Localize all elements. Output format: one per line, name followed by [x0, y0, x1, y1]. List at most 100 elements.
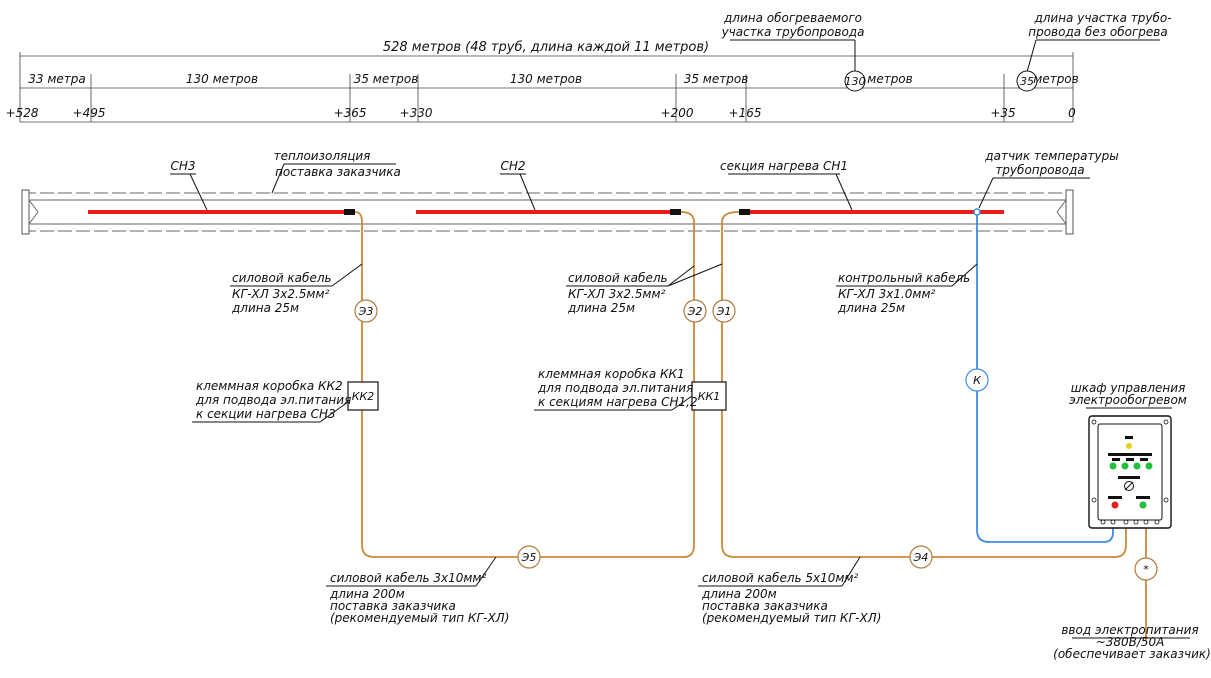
- marker-e1: Э1: [712, 299, 736, 323]
- segment-bubble-35: [1016, 70, 1038, 92]
- label-sensor-1: датчик температуры: [984, 149, 1118, 163]
- lamp-red: [1111, 501, 1119, 509]
- position-200: +200: [661, 106, 694, 120]
- position-markers: +528 +495 +365 +330 +200 +165 +35 0: [6, 106, 1076, 123]
- svg-text:длина 25м: длина 25м: [837, 301, 905, 315]
- segment-label-2: 130 метров: [186, 72, 258, 86]
- svg-text:для подвода эл.питания: для подвода эл.питания: [195, 393, 351, 407]
- svg-text:Э4: Э4: [913, 551, 929, 564]
- label-insulation-2: поставка заказчика: [275, 165, 401, 179]
- unheated-note-line1: длина участка трубо-: [1033, 11, 1171, 25]
- svg-text:Э5: Э5: [521, 551, 537, 564]
- svg-text:Э2: Э2: [687, 305, 703, 318]
- end-coupling-sn1: [739, 209, 750, 215]
- svg-text:к секциям нагрева СН1,2: к секциям нагрева СН1,2: [538, 395, 698, 409]
- note-power-kk2: силовой кабель КГ-ХЛ 3х2.5мм² длина 25м: [230, 263, 363, 315]
- svg-text:силовой кабель: силовой кабель: [232, 271, 332, 285]
- selector-switch: [1124, 481, 1134, 491]
- cabinet-title-1: шкаф управления: [1071, 381, 1186, 395]
- lamp-green-4: [1145, 462, 1153, 470]
- marker-star: *: [1134, 557, 1158, 581]
- overall-dimension: 528 метров (48 труб, длина каждой 11 мет…: [19, 40, 1074, 122]
- position-330: +330: [400, 106, 433, 120]
- svg-text:для подвода эл.питания: для подвода эл.питания: [537, 381, 693, 395]
- lamp-yellow: [1126, 443, 1132, 449]
- svg-text:КГ-ХЛ 3х2.5мм²: КГ-ХЛ 3х2.5мм²: [232, 287, 330, 301]
- svg-text:длина 200м: длина 200м: [701, 587, 777, 601]
- supply-line-1: ввод электропитания: [1061, 623, 1198, 637]
- note-feed-5x10: силовой кабель 5х10мм² длина 200м постав…: [698, 556, 881, 625]
- svg-text:поставка заказчика: поставка заказчика: [330, 599, 456, 613]
- svg-text:длина 200м: длина 200м: [329, 587, 405, 601]
- control-cabinet: шкаф управления электрообогревом: [1069, 381, 1187, 529]
- marker-e4: Э4: [909, 545, 933, 569]
- svg-text:КГ-ХЛ 3х2.5мм²: КГ-ХЛ 3х2.5мм²: [568, 287, 666, 301]
- end-coupling-sn2: [670, 209, 681, 215]
- segment-label-1: 33 метра: [28, 72, 85, 86]
- svg-text:*: *: [1143, 563, 1149, 576]
- marker-k: К: [965, 368, 989, 392]
- segment-bubble-130: [844, 70, 866, 92]
- svg-text:клеммная коробка КК1: клеммная коробка КК1: [538, 367, 685, 381]
- marker-e3: Э3: [354, 299, 378, 323]
- end-coupling-sn3: [344, 209, 355, 215]
- segment-label-4: 130 метров: [510, 72, 582, 86]
- heated-length-note: длина обогреваемого участка трубопровода: [721, 11, 865, 72]
- segment-label-3: 35 метров: [354, 72, 419, 86]
- position-165: +165: [729, 106, 762, 120]
- position-495: +495: [73, 106, 106, 120]
- segment-label-6: метров: [867, 72, 912, 86]
- unheated-length-note: длина участка трубо- провода без обогрев…: [1026, 11, 1172, 73]
- lamp-green-1: [1109, 462, 1117, 470]
- note-power-kk1: силовой кабель КГ-ХЛ 3х2.5мм² длина 25м: [566, 263, 723, 315]
- section-labels: СН3 теплоизоляция поставка заказчика СН2…: [170, 149, 1119, 211]
- note-feed-3x10: силовой кабель 3х10мм² длина 200м постав…: [326, 556, 509, 625]
- label-sn1: секция нагрева СН1: [720, 159, 848, 173]
- note-power-supply: ввод электропитания ~380В/50А (обеспечив…: [1053, 623, 1211, 661]
- svg-text:(рекомендуемый тип КГ-ХЛ): (рекомендуемый тип КГ-ХЛ): [702, 611, 881, 625]
- svg-text:длина 25м: длина 25м: [231, 301, 299, 315]
- heated-note-line2: участка трубопровода: [721, 25, 865, 39]
- note-kk1: клеммная коробка КК1 для подвода эл.пита…: [534, 367, 698, 411]
- svg-text:К: К: [973, 374, 982, 387]
- note-kk2: клеммная коробка КК2 для подвода эл.пита…: [192, 379, 351, 423]
- supply-line-2: ~380В/50А: [1096, 635, 1165, 649]
- marker-e2: Э2: [683, 299, 707, 323]
- cabinet-title-2: электрообогревом: [1069, 393, 1187, 407]
- label-sn2: СН2: [500, 159, 525, 173]
- svg-text:силовой кабель 3х10мм²: силовой кабель 3х10мм²: [330, 571, 486, 585]
- svg-text:клеммная коробка КК2: клеммная коробка КК2: [196, 379, 343, 393]
- svg-text:(рекомендуемый тип КГ-ХЛ): (рекомендуемый тип КГ-ХЛ): [330, 611, 509, 625]
- svg-text:КГ-ХЛ 3х1.0мм²: КГ-ХЛ 3х1.0мм²: [838, 287, 936, 301]
- control-cable: [976, 215, 1114, 543]
- segment-label-7: метров: [1033, 72, 1078, 86]
- segment-bubble-130-text: 130: [845, 75, 866, 88]
- total-length-label: 528 метров (48 труб, длина каждой 11 мет…: [383, 40, 709, 55]
- junction-box-kk1: КК1: [691, 381, 727, 411]
- label-insulation-1: теплоизоляция: [274, 149, 371, 163]
- svg-text:контрольный кабель: контрольный кабель: [838, 271, 970, 285]
- svg-text:Э3: Э3: [358, 305, 374, 318]
- svg-text:Э1: Э1: [716, 305, 732, 318]
- position-35: +35: [990, 106, 1015, 120]
- pipe-flange-right: [1065, 189, 1074, 235]
- lamp-green-2: [1121, 462, 1129, 470]
- svg-text:поставка заказчика: поставка заказчика: [702, 599, 828, 613]
- svg-text:к секции нагрева СН3: к секции нагрева СН3: [196, 407, 336, 421]
- supply-line-3: (обеспечивает заказчик): [1053, 647, 1211, 661]
- label-sensor-2: трубопровода: [995, 163, 1084, 177]
- position-365: +365: [334, 106, 367, 120]
- position-528: +528: [6, 106, 39, 120]
- svg-text:силовой кабель 5х10мм²: силовой кабель 5х10мм²: [702, 571, 858, 585]
- segment-dimensions: 33 метра 130 метров 35 метров 130 метров…: [20, 70, 1079, 122]
- kk1-label: КК1: [698, 390, 721, 403]
- svg-text:длина 25м: длина 25м: [567, 301, 635, 315]
- lamp-green-3: [1133, 462, 1141, 470]
- temperature-sensor: [973, 208, 981, 216]
- marker-e5: Э5: [517, 545, 541, 569]
- heated-note-line1: длина обогреваемого: [723, 11, 862, 25]
- svg-text:силовой кабель: силовой кабель: [568, 271, 668, 285]
- note-control: контрольный кабель КГ-ХЛ 3х1.0мм² длина …: [836, 263, 978, 315]
- unheated-note-line2: провода без обогрева: [1028, 25, 1167, 39]
